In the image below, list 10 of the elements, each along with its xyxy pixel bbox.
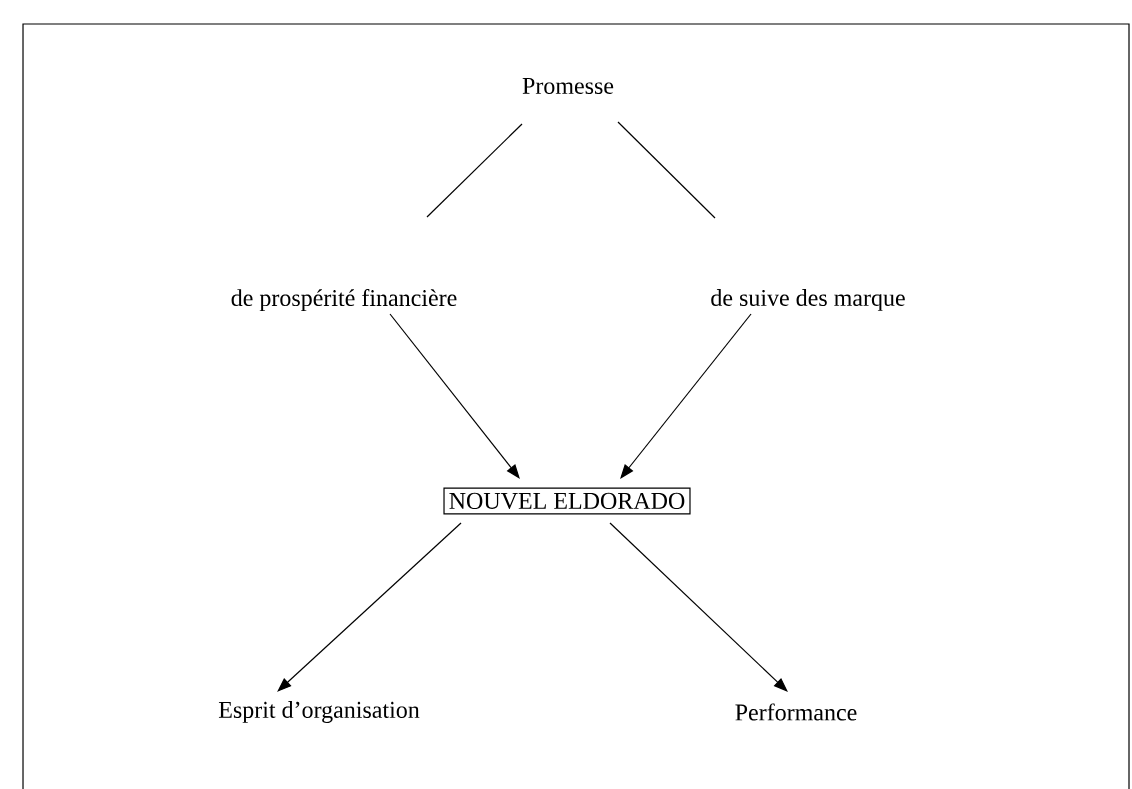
arrow: [620, 313, 752, 479]
node-label: de suive des marque: [711, 289, 905, 311]
node-label: de prospérité financière: [231, 289, 457, 311]
node-label: Esprit d’organisation: [218, 701, 420, 723]
arrow: [389, 313, 520, 479]
title-box: NOUVEL ELDORADO: [443, 487, 691, 515]
arrow: [277, 522, 462, 692]
arrow: [609, 522, 788, 692]
node-label: Promesse: [522, 78, 614, 94]
node-label: Performance: [735, 703, 857, 721]
